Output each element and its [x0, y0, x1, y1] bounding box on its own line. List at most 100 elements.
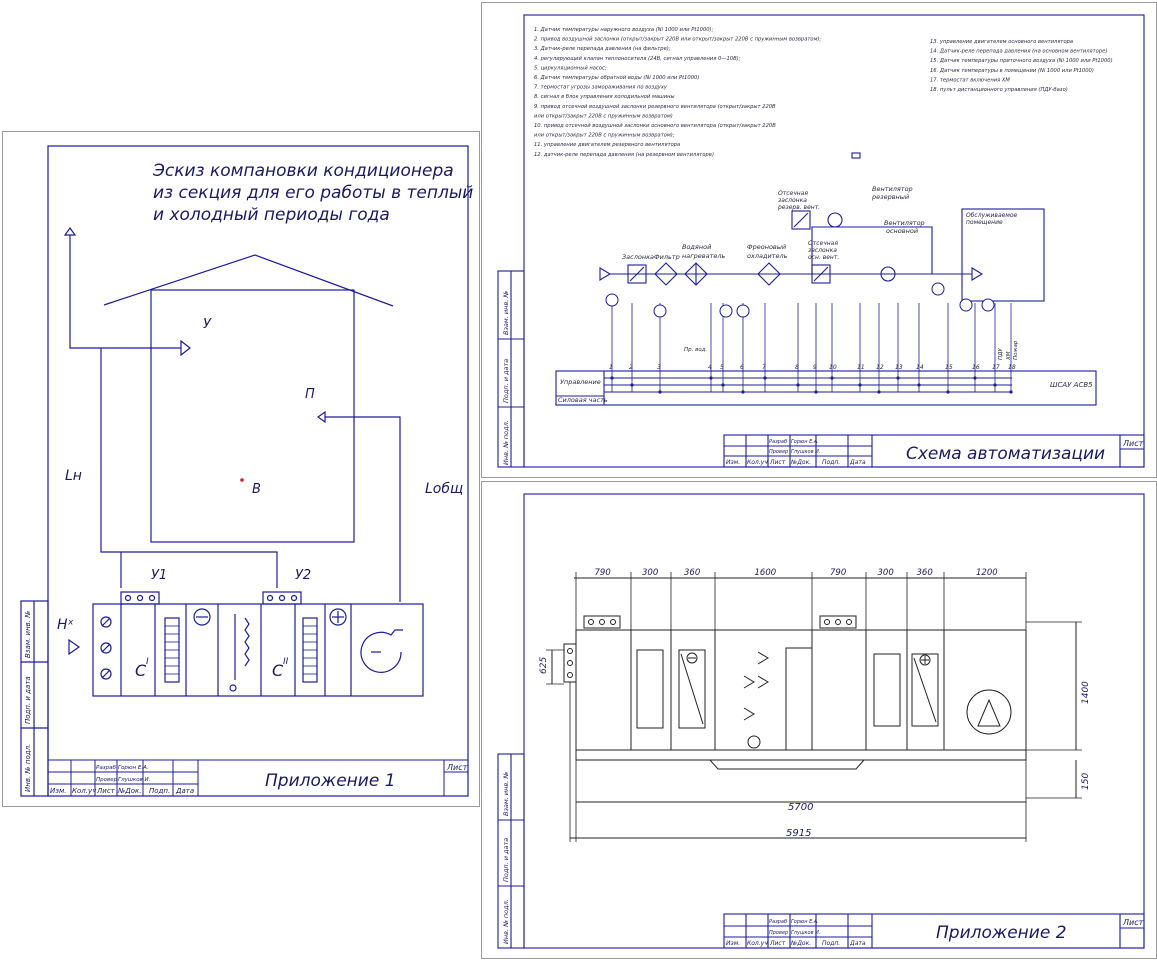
- label-c2-sup: II: [283, 657, 289, 667]
- comp-room-2: помещение: [966, 219, 1003, 226]
- tb3-col-podp: Подп.: [822, 940, 840, 947]
- comp-pr-vody: Пр. вод.: [684, 347, 708, 353]
- tb-col-izm: Изм.: [50, 787, 66, 795]
- tb-col-list: Лист: [96, 787, 116, 795]
- comp-ots1-c: резерв. вент.: [777, 204, 820, 211]
- tb2-razrab: Разраб: [769, 439, 787, 445]
- note-left-line: 4. регулирующий клапан теплоносителя (24…: [534, 56, 741, 62]
- title-line-3: и холодный периоды года: [153, 205, 390, 225]
- comp-freon-1: Фреоновый: [747, 243, 786, 251]
- comp-zaslonka: Заслонка: [622, 253, 654, 261]
- note-right-line: 17. термостат включения ХМ: [930, 77, 1010, 83]
- note-right-line: 15. Датчик температуры приточного воздух…: [930, 58, 1113, 64]
- label-hx: Hˣ: [57, 617, 74, 633]
- side-podp: Подп. и дата: [24, 676, 32, 724]
- terminal-node: [1009, 390, 1013, 394]
- tb2-col-list: Лист: [769, 459, 786, 466]
- terminal-number: 16: [972, 364, 980, 371]
- label-u2: У2: [295, 568, 311, 583]
- comp-ots1-a: Отсечная: [778, 190, 808, 197]
- tb-col-kol: Кол.уч: [72, 787, 96, 795]
- terminal-node: [917, 383, 921, 387]
- terminal-node: [973, 376, 977, 380]
- terminal-node: [721, 383, 725, 387]
- terminal-number: 11: [857, 364, 865, 371]
- terminal-number: 8: [795, 364, 799, 371]
- note-right-line: 18. пульт дистанционного управления (ПДУ…: [930, 87, 1068, 93]
- terminal-node: [896, 376, 900, 380]
- note-left-line: или открыт/закрыт 220В с пружинным возвр…: [534, 133, 675, 139]
- terminal-number: 12: [876, 364, 884, 371]
- terminal-number: 15: [945, 364, 953, 371]
- title-block-caption-3: Приложение 2: [936, 923, 1067, 943]
- label-b: В: [252, 482, 261, 497]
- comp-vodnoy-1: Водяной: [682, 243, 711, 251]
- side3-inv: Инв. № подл.: [502, 899, 510, 944]
- terminal-node: [741, 390, 745, 394]
- dim-left-625: 625: [539, 657, 549, 674]
- terminal-number: 13: [895, 364, 903, 371]
- dim-top-label: 360: [917, 568, 933, 578]
- tb-prover-name: Глушков И.: [118, 777, 151, 783]
- note-right-line: 16. Датчик температуры в помещении (Ni 1…: [930, 68, 1094, 74]
- tb3-razrab-name: Горюн Е.А.: [791, 919, 819, 925]
- comp-pdu: ПДУ: [998, 348, 1004, 360]
- comp-vres-2: резервный: [871, 193, 909, 201]
- bus-upravlenie: Управление: [560, 378, 601, 386]
- label-u1: У1: [151, 568, 167, 583]
- terminal-number: 9: [813, 364, 817, 371]
- tb-col-data: Дата: [175, 787, 194, 795]
- label-supply-p: П: [305, 387, 315, 402]
- comp-vosn-2: основной: [886, 227, 918, 235]
- comp-hm: ХМ: [1006, 351, 1012, 361]
- terminal-number: 17: [992, 364, 1000, 371]
- comp-ots2-c: осн. вент.: [808, 254, 839, 261]
- tb2-col-izm: Изм.: [726, 459, 740, 466]
- note-left-line: 5. циркуляционный насос;: [534, 65, 607, 71]
- terminal-number: 14: [916, 364, 924, 371]
- side2-inv: Инв. № подл.: [502, 420, 510, 465]
- dim-top-label: 790: [595, 568, 611, 578]
- tb3-col-list: Лист: [769, 940, 786, 947]
- sensor-circle: [981, 298, 995, 312]
- title-block-sheet-label-3: Лист: [1122, 918, 1144, 927]
- dim-top-label: 1200: [976, 568, 998, 578]
- comp-room-1: Обслуживаемое: [966, 212, 1018, 219]
- sensor-circle: [931, 282, 945, 296]
- tb3-col-izm: Изм.: [726, 940, 740, 947]
- side2-podp: Подп. и дата: [502, 359, 510, 403]
- terminal-node: [763, 376, 767, 380]
- tb3-col-data: Дата: [849, 940, 866, 947]
- terminal-node: [830, 376, 834, 380]
- terminal-node: [709, 376, 713, 380]
- note-left-line: 2. привод воздушной заслонки (открыт/зак…: [534, 37, 821, 43]
- tb-razrab: Разраб: [96, 765, 116, 771]
- terminal-node: [946, 390, 950, 394]
- terminal-number: 2: [629, 364, 633, 371]
- comp-vosn-1: Вентилятор: [884, 219, 925, 227]
- comp-pozh: Пожар: [1013, 340, 1019, 360]
- terminal-number: 3: [657, 364, 661, 371]
- terminal-number: 7: [762, 364, 766, 371]
- tb-col-doc: №Док.: [117, 787, 142, 795]
- note-right-line: 14. Датчик-реле перепада давления (на ос…: [930, 49, 1107, 55]
- comp-filtr: Фильтр: [654, 253, 680, 261]
- label-c1: C: [135, 661, 147, 680]
- terminal-node: [993, 383, 997, 387]
- note-left-line: 10. привод отсечной воздушной заслонки о…: [534, 123, 776, 129]
- sheet-appendix-1: Эскиз компановки кондиционера из секция …: [2, 131, 480, 807]
- note-left-line: 3. Датчик-реле перепада давления (на фил…: [534, 46, 671, 52]
- title-block-caption: Приложение 1: [265, 771, 396, 791]
- terminal-node: [877, 390, 881, 394]
- tb3-prover-name: Глушков И.: [791, 930, 820, 936]
- note-left-line: 11. управление двигателем резервного вен…: [534, 142, 680, 148]
- tb-prover: Провер: [96, 777, 118, 783]
- comp-ots2-a: Отсечная: [808, 240, 838, 247]
- note-left-line: 7. термостат угрозы замораживания по воз…: [534, 85, 668, 91]
- dim-top-label: 300: [878, 568, 894, 578]
- dim-total-5915: 5915: [786, 828, 811, 839]
